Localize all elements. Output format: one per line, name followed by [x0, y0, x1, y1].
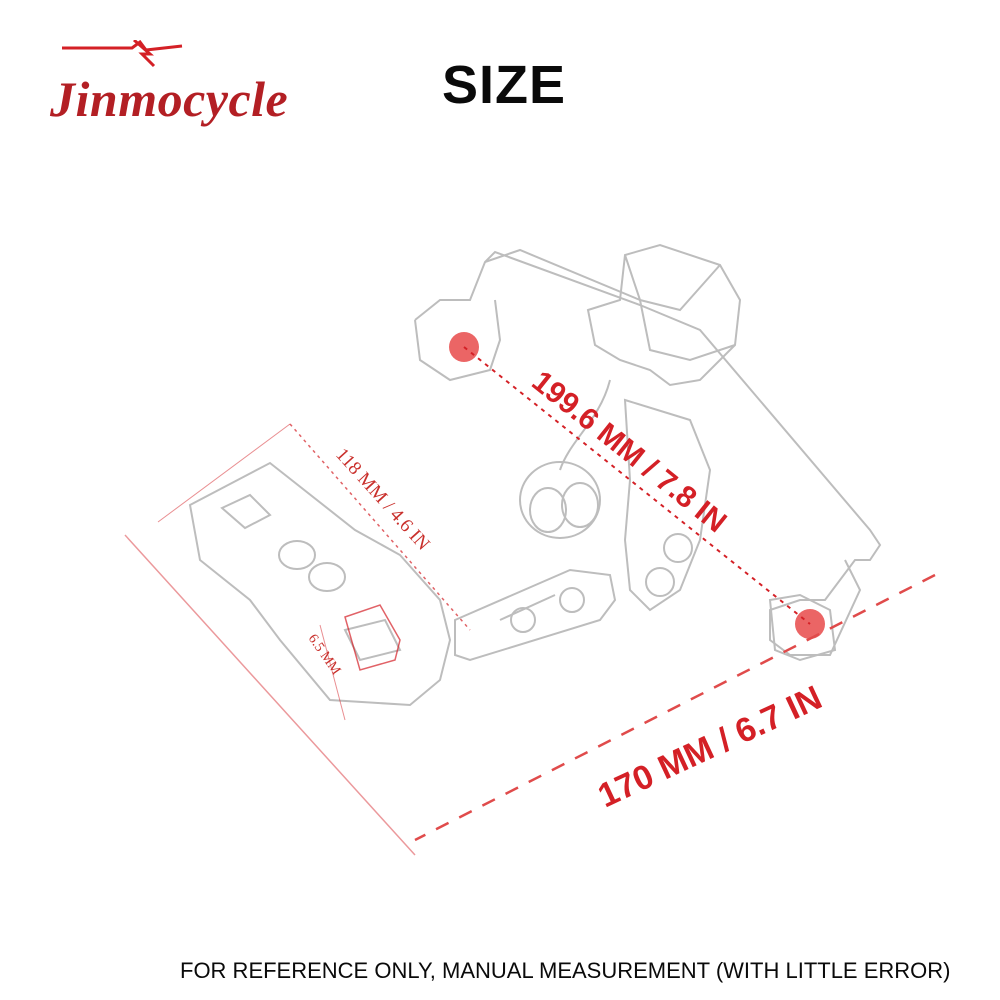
page-title: SIZE	[442, 55, 567, 115]
footer-note: FOR REFERENCE ONLY, MANUAL MEASUREMENT (…	[180, 958, 951, 983]
slot-dimension-label: 6.5 MM	[305, 632, 344, 679]
width-dimension-label: 170 MM / 6.7 IN	[592, 679, 827, 816]
arm-extension-line-left	[157, 423, 291, 523]
logo-text: Jinmocycle	[50, 71, 289, 127]
diagonal-dimension-label: 199.6 MM / 7.8 IN	[526, 365, 733, 540]
brand-logo: Jinmocycle	[22, 38, 322, 127]
arm-dimension-label: 118 MM / 4.6 IN	[331, 444, 434, 555]
width-extension-line-left	[124, 534, 416, 856]
width-dimension-line	[414, 573, 936, 842]
logo-swoosh	[62, 38, 183, 68]
arm-dimension-line	[289, 423, 471, 631]
diagonal-dimension-line	[463, 346, 811, 625]
slot-highlight	[344, 604, 401, 671]
slot-extension-line	[319, 624, 346, 721]
bracket-outline	[188, 243, 882, 707]
